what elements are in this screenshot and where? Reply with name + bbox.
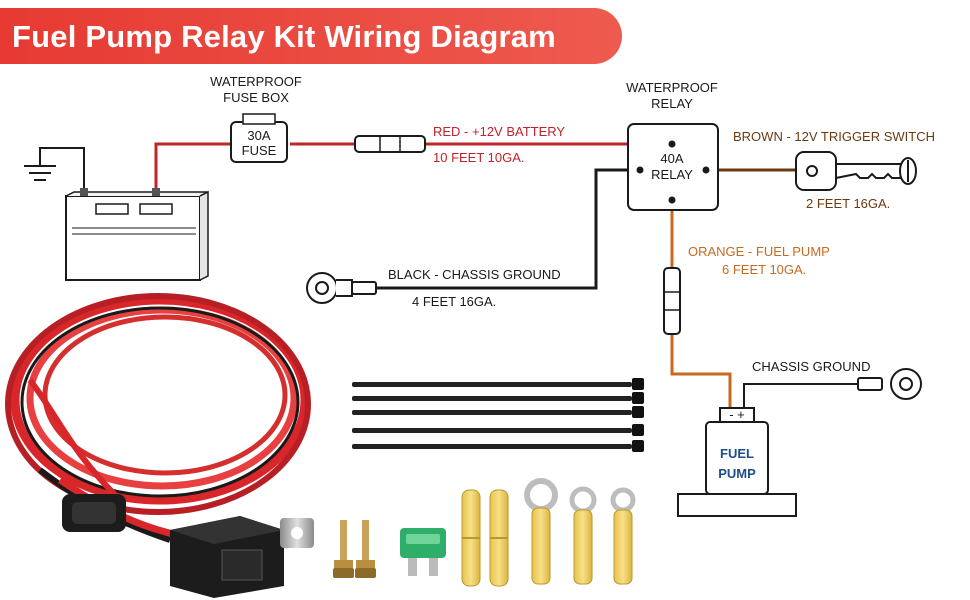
- fuse-rating: 30A: [247, 128, 270, 143]
- relay-rating: 40A: [660, 151, 683, 166]
- page-title: Fuel Pump Relay Kit Wiring Diagram: [12, 19, 556, 54]
- butt-connectors-photo-icon: [461, 489, 509, 587]
- fuse-holder-photo-icon: [62, 494, 126, 532]
- red-wire-spec: 10 FEET 10GA.: [433, 150, 525, 165]
- relay-photo-icon: [170, 516, 314, 598]
- black-wire: [376, 168, 630, 290]
- relay-box: 40A RELAY: [627, 123, 719, 211]
- black-wire-spec: 4 FEET 16GA.: [412, 294, 496, 309]
- pump-ground-wire: [743, 383, 858, 408]
- pump-ground-ring-icon: [857, 368, 922, 400]
- black-wire-label: BLACK - CHASSIS GROUND: [388, 267, 561, 282]
- battery-icon: [65, 188, 209, 281]
- brown-wire-spec: 2 FEET 16GA.: [806, 196, 890, 211]
- ground-symbol-icon: [24, 147, 85, 196]
- key-switch-icon: [795, 151, 917, 191]
- relay-header-1: WATERPROOF: [626, 80, 718, 95]
- title-banner: Fuel Pump Relay Kit Wiring Diagram: [0, 8, 622, 64]
- orange-wire-spec: 6 FEET 10GA.: [722, 262, 806, 277]
- pump-label-1: FUEL: [720, 446, 754, 461]
- wire-harness-coil-icon: [5, 293, 311, 544]
- chassis-ground-label: CHASSIS GROUND: [752, 359, 870, 374]
- relay-header-2: RELAY: [651, 96, 693, 111]
- zip-ties-icon: [352, 378, 644, 452]
- fuse-box: 30A FUSE: [230, 113, 288, 163]
- fuse-box-header-1: WATERPROOF: [210, 74, 302, 89]
- ring-terminals-photo-icon: [524, 478, 636, 585]
- ring-terminal-icon: [306, 272, 377, 304]
- brown-wire-label: BROWN - 12V TRIGGER SWITCH: [733, 129, 935, 144]
- orange-butt-connector-icon: [663, 267, 681, 335]
- pump-label-2: PUMP: [718, 466, 756, 481]
- relay-name: RELAY: [651, 167, 693, 182]
- red-wire: [154, 142, 630, 190]
- fuel-pump: - + FUEL PUMP: [677, 407, 797, 517]
- blade-fuse-icon: [400, 528, 446, 576]
- orange-wire-label: ORANGE - FUEL PUMP: [688, 244, 830, 259]
- butt-connector-icon: [354, 135, 426, 153]
- red-wire-label: RED - +12V BATTERY: [433, 124, 565, 139]
- fuse-name: FUSE: [242, 143, 277, 158]
- orange-wire: [670, 206, 732, 408]
- fuse-box-header-2: FUSE BOX: [223, 90, 289, 105]
- pump-terminals: - +: [729, 407, 745, 422]
- bolts-icon: [333, 520, 376, 578]
